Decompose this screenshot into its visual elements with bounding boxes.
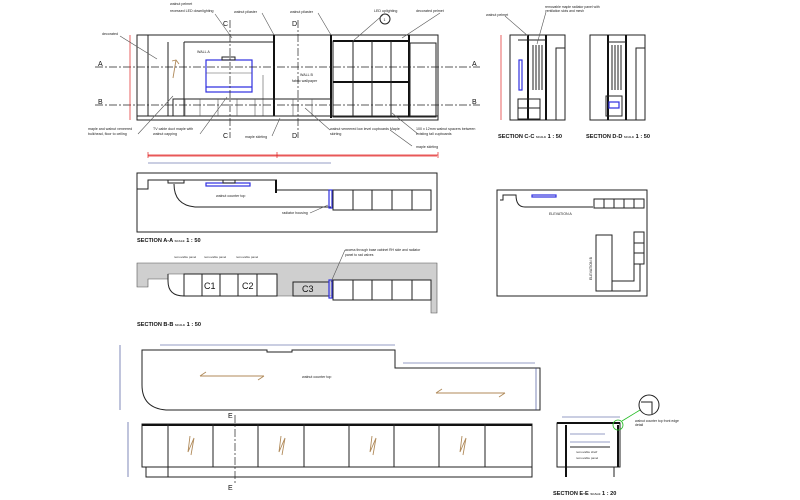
bb-removable-panel-1: removable panel: [174, 255, 197, 259]
elevation-outline: [136, 34, 439, 121]
section-marker-b-right: B: [472, 99, 477, 106]
detail-ref-number: 1: [384, 18, 386, 22]
note-cc-walnut-pelmet: walnut pelmet: [486, 13, 508, 17]
bb-access-note: access through base cabinet RH side and …: [345, 248, 421, 257]
section-marker-d-top: D: [292, 21, 297, 28]
elevation-b-label: ELEVATION B: [589, 256, 593, 280]
note-tv-cable-duct: TV cable duct maple with walnut capping: [153, 127, 194, 136]
counter-front-elevation: E E: [127, 413, 533, 492]
note-maple-skirting-2: maple skirting: [416, 145, 438, 149]
section-aa-title: SECTION A-A SCALE 1 : 50: [137, 238, 201, 244]
note-walnut-pilaster-1: walnut pilaster: [234, 10, 258, 14]
section-marker-c-top: C: [223, 21, 228, 28]
section-dd: SECTION D-D SCALE 1 : 50: [586, 34, 650, 140]
note-maple-skirting-1: maple skirting: [245, 135, 267, 139]
section-marker-b-left: B: [98, 99, 103, 106]
label-wall-b: WALL B: [300, 73, 314, 77]
cabinet-c1: C1: [204, 281, 216, 291]
section-bb-title: SECTION B-B SCALE 1 : 50: [137, 322, 201, 328]
section-marker-d-bottom: D: [292, 133, 297, 140]
note-cc-radiator-panel: removable maple radiator panel with vent…: [545, 5, 600, 14]
note-walnut-pilaster-2: walnut pilaster: [290, 10, 314, 14]
elevation-a-label: ELEVATION A: [549, 212, 572, 216]
aa-counter-top-label: walnut counter top: [216, 194, 245, 198]
section-ee-title: SECTION E-E SCALE 1 : 20: [553, 491, 616, 497]
section-bb: C1 C2 C3 removable panel removable panel…: [136, 248, 438, 328]
countertop-plan: walnut counter top: [119, 344, 541, 411]
section-cc-title: SECTION C-C SCALE 1 : 50: [498, 134, 562, 140]
note-decorated: decorated: [102, 32, 118, 36]
label-fabric-wallpaper: fabric wallpaper: [292, 79, 318, 83]
section-marker-a-left: A: [98, 61, 103, 68]
note-walnut-spacers: 100 x 12mm walnut spacers between existi…: [416, 127, 476, 136]
ee-removable-shelf: removable shelf: [576, 450, 597, 454]
section-marker-a-right: A: [472, 61, 477, 68]
section-marker-e-top: E: [228, 413, 233, 420]
note-decorated-pelmet: decorated pelmet: [416, 9, 444, 13]
bb-removable-panel-3: removable panel: [236, 255, 259, 259]
section-dd-title: SECTION D-D SCALE 1 : 50: [586, 134, 650, 140]
section-ee: removable shelf removable panel walnut c…: [553, 394, 679, 497]
detail-callout-circle: [612, 419, 624, 431]
detail-ref-circle: [379, 13, 391, 25]
ee-removable-panel: removable panel: [576, 456, 599, 460]
ee-edge-detail-note: walnut counter top front edge detail: [635, 419, 679, 428]
note-low-cupboards: walnut veneered low level cupboards Mapl…: [330, 127, 400, 136]
section-aa: walnut counter top radiator housing SECT…: [136, 155, 438, 244]
countertop-label: walnut counter top: [302, 375, 331, 379]
edge-detail-circle: [638, 394, 660, 416]
section-cc: walnut pelmet removable maple radiator p…: [486, 5, 600, 140]
label-wall-a: WALL A: [197, 50, 210, 54]
note-led-uplighting: LED uplighting: [374, 9, 397, 13]
section-marker-e-bottom: E: [228, 485, 233, 492]
note-recessed-led: recessed LED downlighting: [170, 9, 214, 13]
elevation-a-plan: ELEVATION A ELEVATION B: [496, 189, 648, 297]
section-marker-c-bottom: C: [223, 133, 228, 140]
note-walnut-pelmet: walnut pelmet: [170, 2, 192, 6]
note-bulkhead: maple and walnut veneered bulkhead, floo…: [88, 127, 133, 136]
aa-radiator-housing-label: radiator housing: [282, 211, 308, 215]
cabinet-c2: C2: [242, 281, 254, 291]
bb-removable-panel-2: removable panel: [204, 255, 227, 259]
cabinet-c3: C3: [302, 284, 314, 294]
main-elevation: A B A B C C D D walnut pelmet recessed L…: [88, 2, 480, 158]
